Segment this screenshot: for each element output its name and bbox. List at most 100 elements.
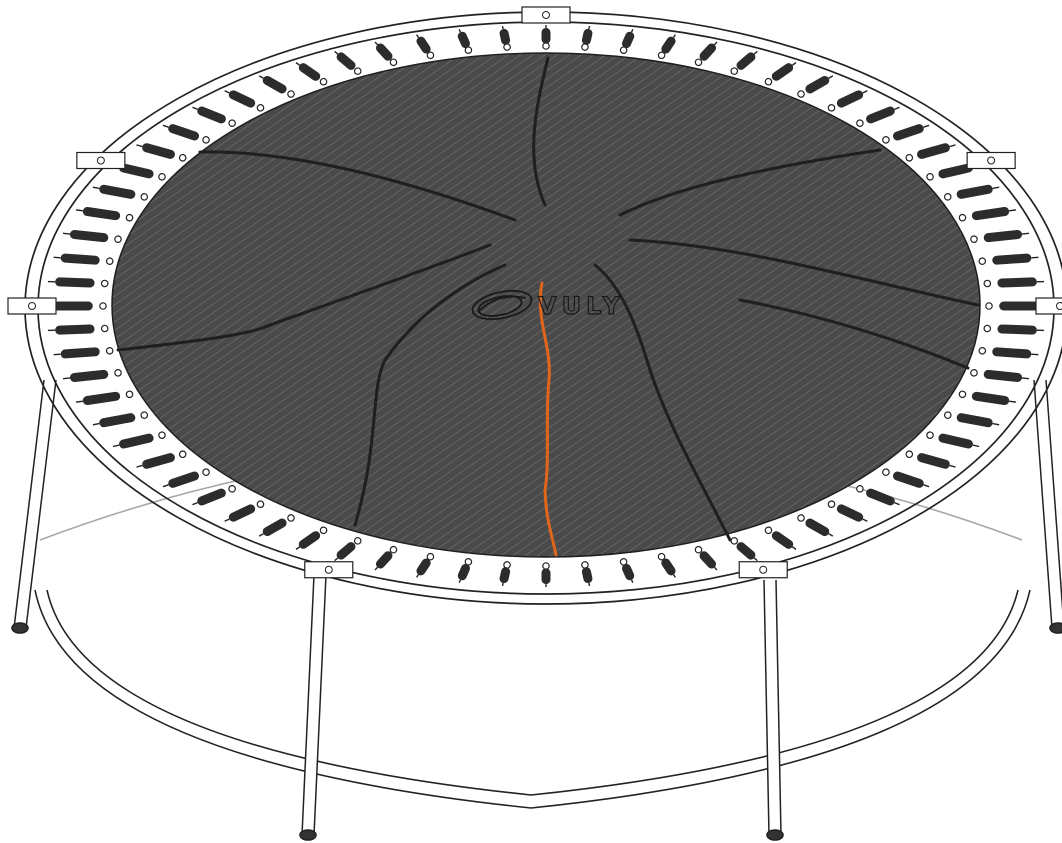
bracket-hole	[759, 565, 768, 574]
spring	[136, 450, 187, 469]
spring	[415, 34, 435, 60]
spring	[958, 207, 1016, 222]
spring	[657, 552, 677, 578]
spring	[730, 537, 758, 562]
bracket-hole	[324, 565, 333, 574]
spring	[983, 324, 1045, 335]
spring	[47, 324, 109, 335]
spring	[856, 485, 900, 506]
spring	[978, 347, 1039, 359]
springs-group	[46, 25, 1046, 587]
leg	[299, 574, 327, 841]
vuly-logo: VULY	[471, 289, 625, 321]
spring	[541, 25, 551, 50]
spring	[764, 526, 797, 550]
spring	[162, 468, 210, 488]
spring	[943, 184, 1000, 201]
spring	[76, 390, 134, 405]
mat-seam	[618, 148, 882, 217]
spring	[192, 485, 236, 506]
frame-bracket	[738, 561, 788, 579]
bracket-hole	[1056, 302, 1062, 310]
spring	[258, 75, 295, 98]
mat-seam	[353, 263, 507, 527]
spring	[882, 468, 930, 488]
spring	[92, 411, 149, 428]
spring	[619, 558, 635, 584]
mat-seam	[738, 298, 970, 370]
leg	[1033, 379, 1062, 634]
spring	[224, 90, 265, 112]
mat-seam	[593, 263, 732, 542]
spring	[162, 124, 210, 144]
spring	[295, 526, 328, 550]
spring	[295, 62, 328, 86]
mat-seams	[116, 56, 980, 542]
mat-seam	[532, 56, 550, 207]
spring	[62, 230, 122, 243]
spring	[92, 184, 149, 201]
spring	[926, 431, 980, 449]
spring	[905, 450, 956, 469]
bracket-hole	[542, 11, 550, 19]
spring	[581, 561, 593, 587]
spring	[374, 545, 398, 571]
brackets-group	[7, 6, 1062, 579]
legs-group	[11, 379, 1062, 841]
spring	[797, 75, 834, 98]
spring	[856, 106, 900, 127]
spring	[958, 390, 1016, 405]
spring	[730, 50, 758, 75]
bracket-hole	[96, 156, 105, 165]
frame-bracket	[521, 6, 571, 24]
spring	[882, 124, 930, 144]
frame-bracket	[7, 297, 57, 315]
spring	[53, 253, 114, 265]
frame-bracket	[966, 151, 1016, 170]
spring	[334, 50, 362, 75]
spring	[136, 143, 187, 162]
spring	[499, 25, 511, 51]
spring	[970, 369, 1030, 382]
mat-seam	[198, 150, 517, 222]
spring	[764, 62, 797, 86]
spring	[374, 41, 398, 67]
spring	[53, 347, 114, 359]
spring	[797, 514, 834, 537]
spring	[978, 253, 1039, 265]
spring	[46, 301, 107, 311]
frame-bracket	[304, 561, 354, 579]
spring	[76, 207, 134, 222]
spring	[619, 28, 635, 54]
mat-seam	[116, 243, 492, 352]
frame-bracket	[76, 151, 126, 170]
spring	[657, 34, 677, 60]
spring	[62, 369, 122, 382]
spring	[258, 514, 295, 537]
leg	[763, 579, 784, 841]
logo-text: VULY	[538, 292, 625, 320]
highlighted-mat-seam	[538, 281, 558, 557]
spring	[827, 90, 868, 112]
spring	[457, 28, 473, 54]
spring	[224, 500, 265, 522]
spring	[943, 411, 1000, 428]
mat-seam	[628, 238, 980, 307]
spring	[112, 431, 166, 449]
spring	[983, 277, 1045, 288]
spring	[694, 545, 718, 571]
spring	[827, 500, 868, 522]
spring	[905, 143, 956, 162]
jump-mat	[111, 52, 981, 558]
spring	[970, 230, 1030, 243]
spring	[694, 41, 718, 67]
spring	[541, 562, 551, 587]
spring	[499, 561, 511, 587]
leg	[11, 379, 57, 634]
spring	[457, 558, 473, 584]
vuly-swoosh-icon	[471, 289, 533, 321]
spring	[47, 277, 109, 288]
spring	[192, 106, 236, 127]
frame-bracket	[1035, 297, 1062, 315]
